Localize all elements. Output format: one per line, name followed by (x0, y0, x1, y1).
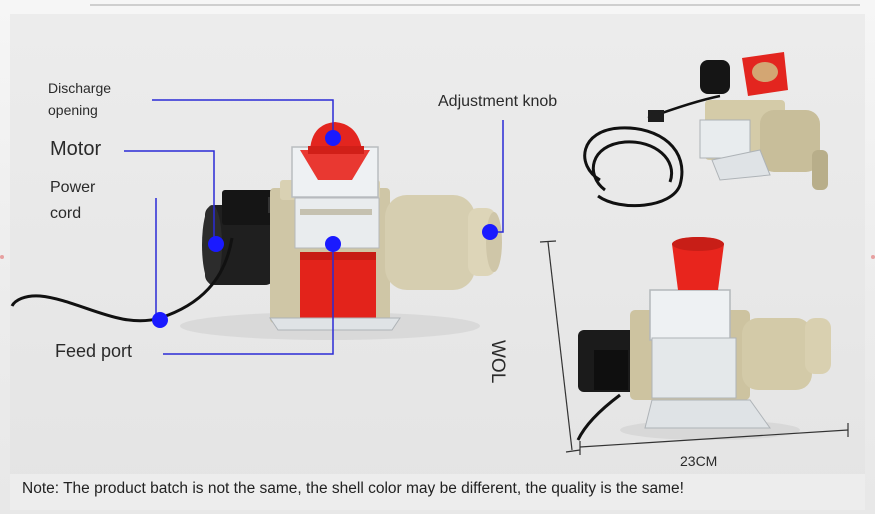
power-cord-label-line2: cord (50, 205, 82, 222)
motor-label: Motor (50, 138, 102, 160)
dimension-lines (539, 240, 849, 455)
discharge-label-line1: Discharge (48, 80, 112, 96)
note-text: Note: The product batch is not the same,… (22, 480, 684, 497)
top-right-grinder (583, 52, 828, 208)
main-grinder (10, 122, 502, 340)
feed-port-label: Feed port (55, 341, 133, 361)
bottom-right-grinder (576, 237, 831, 441)
top-rule (90, 4, 860, 6)
edge-mark-right (871, 255, 875, 259)
height-dimension-label: WOL (487, 340, 508, 384)
discharge-label-line2: opening (48, 102, 98, 118)
markers (152, 130, 498, 328)
power-cord-label-line1: Power (50, 179, 96, 196)
width-dimension-label: 23CM (680, 453, 718, 469)
note-bar: Note: The product batch is not the same,… (10, 474, 865, 510)
edge-mark-left (0, 255, 4, 259)
adjustment-knob-label: Adjustment knob (438, 93, 558, 110)
